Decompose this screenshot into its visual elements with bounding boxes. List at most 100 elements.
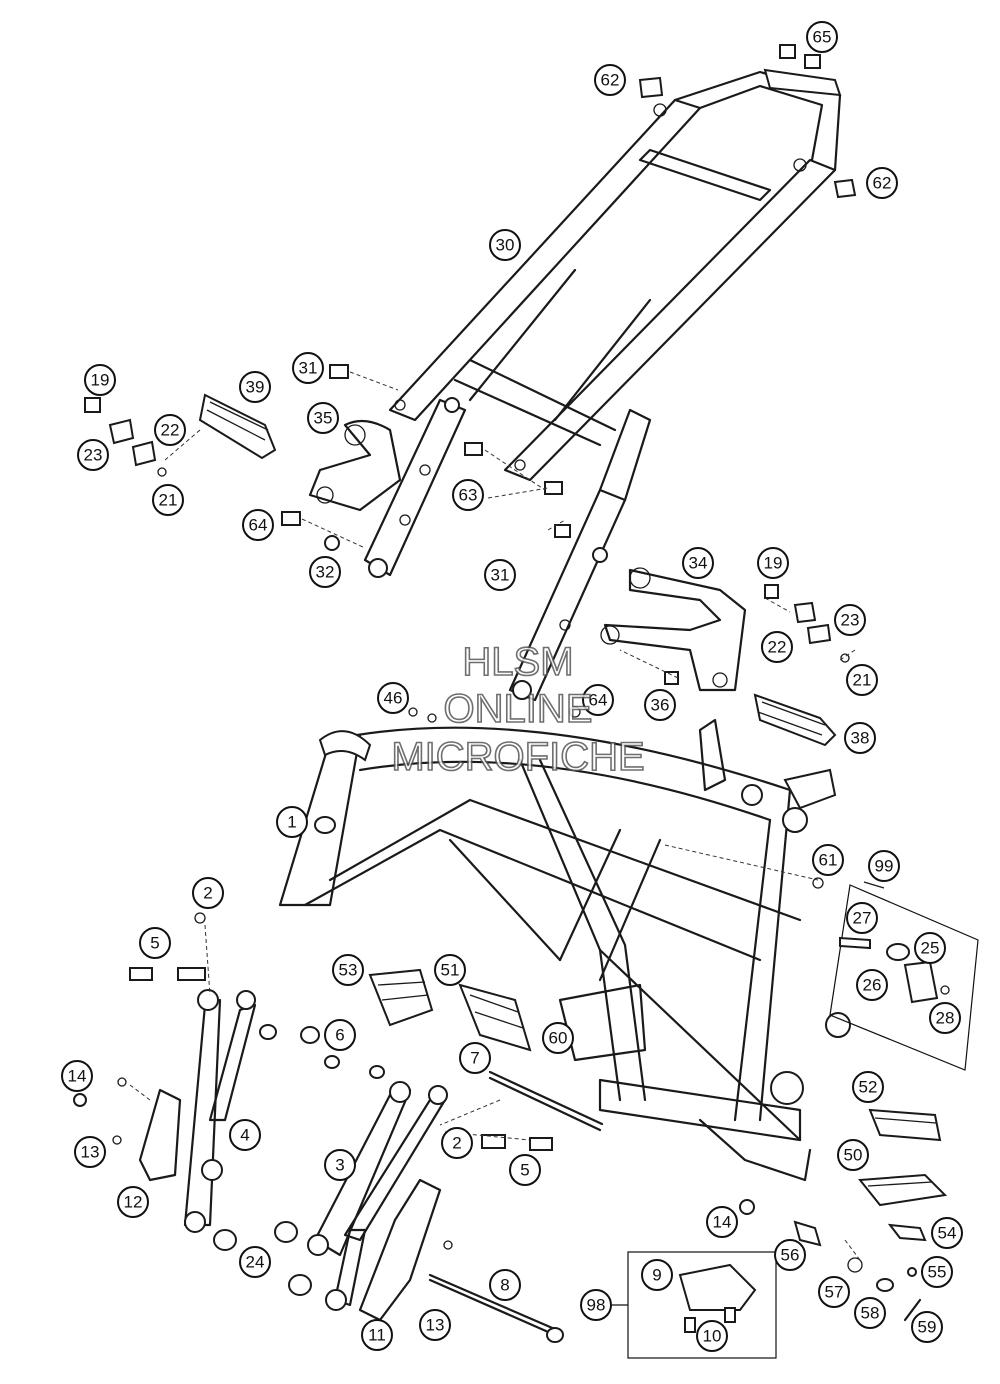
callout-2: 2 bbox=[441, 1127, 473, 1159]
callout-28: 28 bbox=[929, 1002, 961, 1034]
callout-4-label: 4 bbox=[240, 1126, 249, 1145]
callout-3: 3 bbox=[324, 1149, 356, 1181]
callout-60-label: 60 bbox=[549, 1029, 568, 1048]
callout-5-label: 5 bbox=[520, 1161, 529, 1180]
callout-1-label: 1 bbox=[287, 813, 296, 832]
callout-98: 98 bbox=[580, 1289, 612, 1321]
callout-2: 2 bbox=[192, 877, 224, 909]
watermark-line-2: ONLINE bbox=[444, 687, 593, 731]
callout-19-label: 19 bbox=[91, 371, 110, 390]
callout-62-label: 62 bbox=[873, 174, 892, 193]
callout-2-label: 2 bbox=[452, 1134, 461, 1153]
callout-19: 19 bbox=[757, 547, 789, 579]
callout-65: 65 bbox=[806, 21, 838, 53]
callout-13-label: 13 bbox=[81, 1143, 100, 1162]
callout-61-label: 61 bbox=[819, 851, 838, 870]
callout-23: 23 bbox=[77, 439, 109, 471]
left-passenger-peg-bracket bbox=[308, 419, 402, 512]
callout-54: 54 bbox=[931, 1217, 963, 1249]
callout-9-label: 9 bbox=[652, 1266, 661, 1285]
callout-63: 63 bbox=[452, 479, 484, 511]
callout-58: 58 bbox=[854, 1297, 886, 1329]
callout-59-label: 59 bbox=[918, 1318, 937, 1337]
callout-36: 36 bbox=[644, 689, 676, 721]
callout-22: 22 bbox=[761, 631, 793, 663]
callout-14-label: 14 bbox=[713, 1213, 732, 1232]
callout-57: 57 bbox=[818, 1276, 850, 1308]
callout-23: 23 bbox=[834, 604, 866, 636]
callout-61: 61 bbox=[812, 844, 844, 876]
callout-5-label: 5 bbox=[150, 934, 159, 953]
footpeg-52 bbox=[868, 1108, 942, 1142]
callout-8-label: 8 bbox=[500, 1276, 509, 1295]
callout-14-label: 14 bbox=[68, 1067, 87, 1086]
callout-7-label: 7 bbox=[470, 1049, 479, 1068]
callout-25: 25 bbox=[914, 932, 946, 964]
callout-98-label: 98 bbox=[587, 1296, 606, 1315]
callout-36-label: 36 bbox=[651, 696, 670, 715]
callout-53-label: 53 bbox=[339, 961, 358, 980]
callout-57-label: 57 bbox=[825, 1283, 844, 1302]
callout-19: 19 bbox=[84, 364, 116, 396]
bushings bbox=[73, 912, 553, 1330]
callout-31-label: 31 bbox=[491, 566, 510, 585]
callout-51-label: 51 bbox=[441, 961, 460, 980]
callout-64: 64 bbox=[242, 509, 274, 541]
callout-30-label: 30 bbox=[496, 236, 515, 255]
callout-64: 64 bbox=[582, 684, 614, 716]
callout-23-label: 23 bbox=[841, 611, 860, 630]
callout-12: 12 bbox=[117, 1186, 149, 1218]
callout-10: 10 bbox=[696, 1320, 728, 1352]
callout-58-label: 58 bbox=[861, 1304, 880, 1323]
callout-27: 27 bbox=[846, 902, 878, 934]
callout-13-label: 13 bbox=[426, 1316, 445, 1335]
callout-53: 53 bbox=[332, 954, 364, 986]
swingarm-right-link bbox=[307, 1081, 448, 1311]
callout-6: 6 bbox=[324, 1019, 356, 1051]
callout-7: 7 bbox=[459, 1042, 491, 1074]
callouts: 65 62 62 30 31 19 39 22 35 23 21 63 64 3… bbox=[61, 21, 963, 1352]
callout-52-label: 52 bbox=[859, 1078, 878, 1097]
right-passenger-footpeg bbox=[753, 693, 837, 747]
callout-35: 35 bbox=[307, 402, 339, 434]
callout-34-label: 34 bbox=[689, 554, 708, 573]
callout-62: 62 bbox=[594, 64, 626, 96]
callout-46-label: 46 bbox=[384, 689, 403, 708]
callout-39-label: 39 bbox=[246, 378, 265, 397]
axle-bolts bbox=[428, 1070, 604, 1343]
callout-46: 46 bbox=[377, 682, 409, 714]
callout-50-label: 50 bbox=[844, 1146, 863, 1165]
callout-54-label: 54 bbox=[938, 1224, 957, 1243]
watermark-line-3: MICROFICHE bbox=[391, 735, 644, 779]
callout-26: 26 bbox=[856, 969, 888, 1001]
callout-14: 14 bbox=[61, 1060, 93, 1092]
callout-34: 34 bbox=[682, 547, 714, 579]
callout-62-label: 62 bbox=[601, 71, 620, 90]
callout-9: 9 bbox=[641, 1259, 673, 1291]
callout-22-label: 22 bbox=[768, 638, 787, 657]
callout-62: 62 bbox=[866, 167, 898, 199]
callout-65-label: 65 bbox=[813, 28, 832, 47]
callout-63-label: 63 bbox=[459, 486, 478, 505]
callout-13: 13 bbox=[74, 1136, 106, 1168]
callout-2-label: 2 bbox=[203, 884, 212, 903]
callout-52: 52 bbox=[852, 1071, 884, 1103]
callout-10-label: 10 bbox=[703, 1327, 722, 1346]
callout-39: 39 bbox=[239, 371, 271, 403]
callout-25-label: 25 bbox=[921, 939, 940, 958]
callout-22-label: 22 bbox=[161, 421, 180, 440]
callout-21: 21 bbox=[152, 484, 184, 516]
callout-64-label: 64 bbox=[249, 516, 268, 535]
callout-31-label: 31 bbox=[299, 359, 318, 378]
small-parts-right bbox=[739, 1199, 927, 1322]
callout-11-label: 11 bbox=[368, 1326, 386, 1345]
callout-21-label: 21 bbox=[853, 671, 872, 690]
callout-59: 59 bbox=[911, 1311, 943, 1343]
callout-32-label: 32 bbox=[316, 563, 335, 582]
callout-55-label: 55 bbox=[928, 1263, 947, 1282]
callout-21: 21 bbox=[846, 664, 878, 696]
guard-plate-right bbox=[358, 1178, 442, 1322]
right-subframe-brace bbox=[508, 408, 652, 702]
callout-38-label: 38 bbox=[851, 729, 870, 748]
rider-footpeg-right bbox=[458, 983, 532, 1052]
